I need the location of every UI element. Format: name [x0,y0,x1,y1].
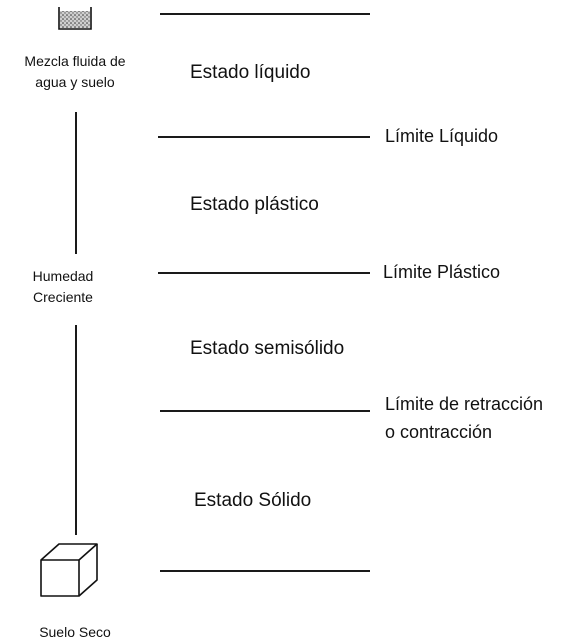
moisture-label-line1: Humedad [32,268,94,284]
shrinkage-limit-label: Límite de retracción o contracción [385,390,543,446]
shrinkage-limit-label-line2: o contracción [385,422,493,442]
moisture-axis-lower [75,325,77,535]
bottom-boundary-line [160,570,370,572]
soil-water-mixture-icon [58,6,92,35]
state-solid: Estado Sólido [194,490,312,511]
shrinkage-limit-line [160,410,370,412]
dry-soil-cube-icon [38,540,100,607]
plastic-limit-label: Límite Plástico [383,262,501,282]
liquid-limit-label: Límite Líquido [385,126,499,146]
plastic-limit-line [158,272,370,274]
state-plastic: Estado plástico [190,194,319,215]
liquid-limit-line [158,136,370,138]
mixture-label-line2: agua y suelo [35,74,115,90]
shrinkage-limit-label-line1: Límite de retracción [385,394,544,414]
moisture-axis-upper [75,112,77,254]
moisture-label: Humedad Creciente [0,266,138,308]
moisture-label-line2: Creciente [33,289,93,305]
state-liquid: Estado líquido [190,62,311,83]
mixture-label: Mezcla fluida de agua y suelo [0,51,150,93]
state-semisolid: Estado semisólido [190,338,345,359]
top-boundary-line [160,13,370,15]
mixture-label-line1: Mezcla fluida de [24,53,126,69]
dry-soil-label: Suelo Seco [39,624,111,640]
